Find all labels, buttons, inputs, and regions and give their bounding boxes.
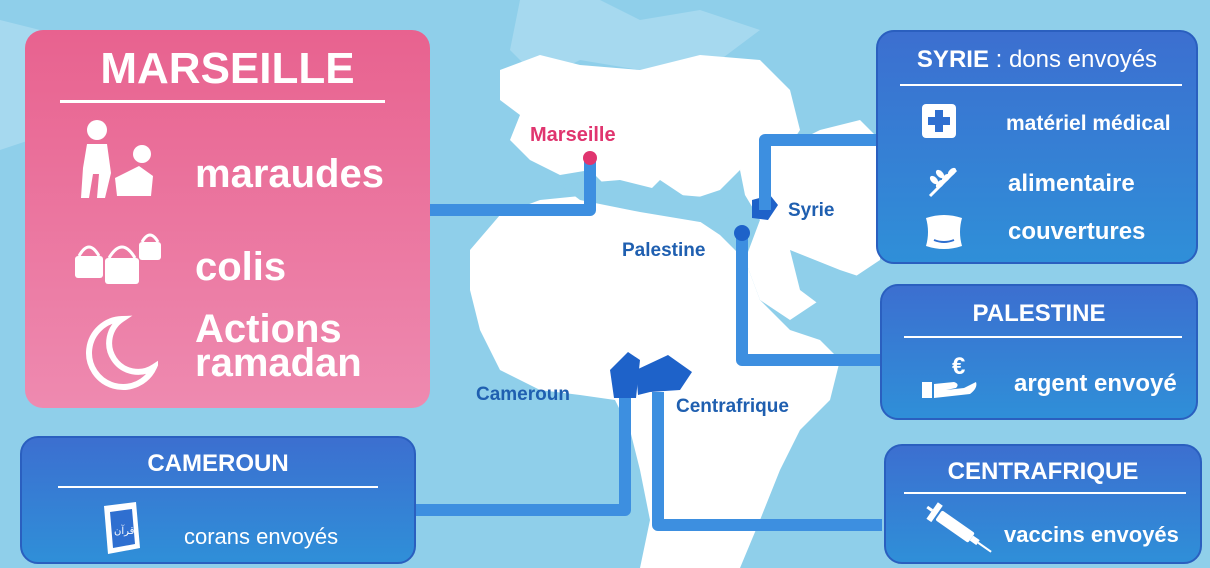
quran-book-text: قرآن: [114, 524, 135, 537]
baskets-icon: [75, 233, 161, 284]
marseille-panel-title: MARSEILLE: [100, 44, 355, 93]
ramadan-label: ramadan: [195, 341, 362, 385]
palestine-panel: PALESTINE € argent envoyé: [880, 284, 1198, 420]
city-label-centrafrique: Centrafrique: [676, 396, 789, 417]
syringe-icon: [926, 502, 992, 553]
actions-label: Actions: [195, 307, 342, 351]
marseille-title-rule: [60, 100, 385, 103]
marseille-dot: [583, 151, 597, 165]
asia-landmass: [740, 120, 880, 320]
palestine-panel-title: PALESTINE: [972, 300, 1106, 327]
car-highlight: [636, 355, 692, 395]
city-label-syrie: Syrie: [788, 200, 835, 221]
palestine-dot: [734, 225, 750, 241]
connector-marseille: [420, 160, 596, 216]
people-helping-icon: [81, 120, 153, 198]
wheat-icon: [928, 167, 958, 198]
palestine-title-rule: [904, 336, 1182, 338]
medical-cross-icon: [922, 104, 956, 138]
materiel-medical-label: matériel médical: [1006, 112, 1171, 135]
alimentaire-label: alimentaire: [1008, 170, 1135, 197]
city-label-palestine: Palestine: [622, 240, 706, 261]
corans-envoyes-label: corans envoyés: [184, 524, 339, 549]
euro-hand-icon: €: [922, 353, 977, 398]
actions-ramadan-label: Actions ramadan: [195, 307, 362, 385]
maraudes-label: maraudes: [195, 152, 384, 196]
vaccins-envoyes-label: vaccins envoyés: [1004, 522, 1179, 547]
svg-text:€: €: [952, 353, 965, 380]
city-label-marseille: Marseille: [530, 124, 616, 146]
connector-lines: [410, 134, 882, 531]
centrafrique-title-rule: [904, 492, 1186, 494]
cameroon-highlight: [610, 352, 640, 398]
colis-label: colis: [195, 245, 287, 289]
connector-cameroun: [410, 398, 631, 516]
cameroun-panel: CAMEROUN قرآن corans envoyés: [20, 436, 416, 564]
argent-envoye-label: argent envoyé: [1014, 370, 1177, 397]
cameroun-panel-title: CAMEROUN: [147, 450, 289, 477]
crescent-moon-icon: [86, 315, 158, 390]
centrafrique-panel-title: CENTRAFRIQUE: [947, 458, 1139, 485]
couvertures-label: couvertures: [1008, 218, 1146, 245]
cameroun-title-rule: [58, 486, 378, 488]
connector-centrafrique: [652, 392, 882, 531]
syrie-title-rule: [900, 84, 1182, 86]
europe-landmass: [500, 55, 800, 200]
syrie-panel-title: SYRIE : dons envoyés: [878, 46, 1196, 74]
connector-syrie: [759, 134, 880, 210]
city-label-cameroun: Cameroun: [476, 384, 570, 405]
mediterranean-sea: [560, 180, 745, 222]
marseille-panel: MARSEILLE maraudes colis Actions ramadan: [25, 30, 430, 408]
blanket-icon: [926, 215, 962, 249]
centrafrique-panel: CENTRAFRIQUE vaccins envoyés: [884, 444, 1202, 564]
syrie-panel: SYRIE : dons envoyés matériel médical al…: [876, 30, 1198, 264]
syrie-title-bold: SYRIE: [916, 46, 989, 73]
quran-book-icon: قرآن: [104, 502, 140, 554]
syrie-title-rest: : dons envoyés: [988, 46, 1158, 73]
connector-palestine: [736, 235, 882, 366]
